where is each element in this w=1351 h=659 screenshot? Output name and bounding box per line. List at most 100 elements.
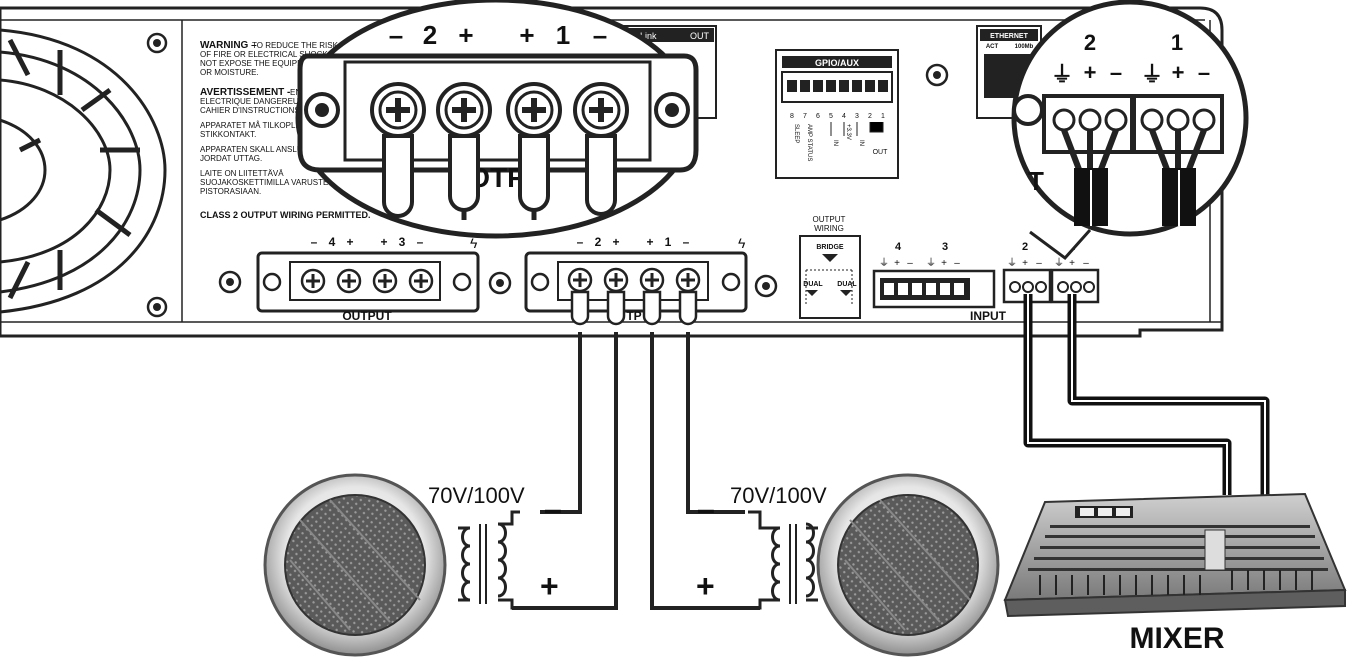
- input-terminal-34: 4 3 ⏚ + – ⏚ + –: [872, 241, 996, 309]
- svg-text:2: 2: [868, 113, 872, 120]
- svg-text:–: –: [1110, 60, 1122, 85]
- svg-text:3: 3: [855, 113, 859, 120]
- svg-text:NOT EXPOSE THE EQUIPMENT TO RA: NOT EXPOSE THE EQUIPMENT TO RAIN: [200, 59, 354, 68]
- svg-text:OUT: OUT: [873, 149, 889, 156]
- svg-text:STIKKONTAKT.: STIKKONTAKT.: [200, 130, 256, 139]
- warning-text: WARNING – TO REDUCE THE RISK OF FIRE OR …: [200, 40, 371, 220]
- svg-text:JORDAT UTTAG.: JORDAT UTTAG.: [200, 154, 262, 163]
- output-12-terminal: – 2 + + 1 – ϟ TP: [524, 235, 748, 326]
- svg-text:2: 2: [595, 235, 602, 249]
- svg-text:+: +: [1172, 60, 1185, 85]
- svg-text:4: 4: [895, 241, 902, 253]
- svg-text:+: +: [1084, 60, 1097, 85]
- gpio-label: GPIO/AUX: [815, 58, 859, 68]
- svg-text:⏚: ⏚: [1007, 257, 1017, 269]
- svg-text:WIRING: WIRING: [814, 224, 844, 233]
- svg-text:4: 4: [329, 235, 336, 249]
- svg-text:+: +: [1022, 258, 1028, 269]
- svg-text:OUTPUT: OUTPUT: [813, 215, 846, 224]
- svg-text:+: +: [646, 235, 653, 249]
- svg-text:–: –: [1198, 60, 1210, 85]
- svg-text:+: +: [346, 235, 353, 249]
- svg-text:5: 5: [829, 113, 833, 120]
- svg-text:OUT: OUT: [690, 31, 710, 41]
- svg-text:–: –: [417, 235, 424, 249]
- svg-text:Link: Link: [640, 31, 657, 41]
- negative-label-left: –: [544, 491, 562, 527]
- svg-text:1: 1: [665, 235, 672, 249]
- svg-text:1: 1: [1171, 30, 1183, 55]
- svg-text:T: T: [1028, 166, 1044, 196]
- svg-text:LAITE ON LIITETTÄVÄ: LAITE ON LIITETTÄVÄ: [200, 169, 284, 178]
- gpio-aux-block: GPIO/AUX 8 7 6 5 4 3 2 1 SLEEP AMP STATU…: [775, 49, 899, 179]
- svg-text:–: –: [1036, 258, 1042, 269]
- svg-text:DUAL: DUAL: [803, 281, 823, 288]
- svg-text:100Mb: 100Mb: [1015, 44, 1034, 50]
- svg-text:7: 7: [803, 113, 807, 120]
- svg-text:IN: IN: [858, 140, 864, 146]
- svg-text:TO REDUCE THE RISK: TO REDUCE THE RISK: [252, 41, 339, 50]
- svg-text:+: +: [612, 235, 619, 249]
- positive-label-right: +: [696, 568, 715, 604]
- svg-text:+: +: [894, 258, 900, 269]
- mount-screw: [146, 32, 949, 318]
- zoom-callout-output: Link OUT – 2 + + 1 – OTP: [295, 0, 717, 239]
- mixer-label: MIXER: [1129, 622, 1224, 655]
- transformer-left: [458, 510, 520, 610]
- svg-text:+3.3V: +3.3V: [845, 124, 851, 140]
- output-wiring-diagram: OUTPUT WIRING BRIDGE DUAL DUAL: [799, 215, 861, 319]
- zoom-callout-input: 2 1 ⏚ + – ⏚ + – T: [1011, 0, 1249, 261]
- transformer-right: [748, 510, 818, 610]
- voltage-label-right: 70V/100V: [730, 483, 827, 508]
- svg-text:CAHIER D'INSTRUCTIONS.: CAHIER D'INSTRUCTIONS.: [200, 106, 302, 115]
- svg-text:–: –: [577, 235, 584, 249]
- svg-text:+: +: [458, 20, 473, 50]
- fan-grille: [0, 28, 167, 314]
- mixer-cables-inner: [1027, 294, 1266, 495]
- speaker-left: [263, 473, 447, 657]
- svg-text:–: –: [907, 258, 913, 269]
- svg-text:IN: IN: [832, 140, 838, 146]
- svg-text:6: 6: [816, 113, 820, 120]
- voltage-label-left: 70V/100V: [428, 483, 525, 508]
- svg-text:–: –: [683, 235, 690, 249]
- class2-text: CLASS 2 OUTPUT WIRING PERMITTED.: [200, 210, 371, 220]
- svg-text:–: –: [311, 235, 318, 249]
- speaker-wires: [512, 332, 760, 610]
- positive-label-left: +: [540, 568, 559, 604]
- svg-text:OR MOISTURE.: OR MOISTURE.: [200, 68, 259, 77]
- input-label: INPUT: [970, 309, 1007, 323]
- svg-text:3: 3: [399, 235, 406, 249]
- svg-text:2: 2: [1022, 241, 1028, 253]
- negative-label-right: –: [697, 491, 715, 527]
- svg-text:ETHERNET: ETHERNET: [990, 33, 1028, 40]
- svg-text:OF FIRE OR ELECTRICAL SHOCK, D: OF FIRE OR ELECTRICAL SHOCK, DO: [200, 50, 344, 59]
- output-34-terminal: – 4 + + 3 – ϟ OUTPUT: [256, 235, 480, 323]
- svg-text:3: 3: [942, 241, 948, 253]
- hazard-icon: ϟ: [470, 235, 478, 251]
- svg-text:–: –: [593, 20, 607, 50]
- svg-text:⏚: ⏚: [879, 257, 889, 269]
- output-label: OUTPUT: [342, 309, 392, 323]
- svg-text:BRIDGE: BRIDGE: [816, 244, 844, 251]
- svg-text:2: 2: [423, 20, 437, 50]
- svg-text:+: +: [519, 20, 534, 50]
- svg-text:2: 2: [1084, 30, 1096, 55]
- svg-text:4: 4: [842, 113, 846, 120]
- svg-text:DUAL: DUAL: [837, 281, 857, 288]
- svg-text:PISTORASIAAN.: PISTORASIAAN.: [200, 187, 261, 196]
- svg-text:–: –: [389, 20, 403, 50]
- speaker-right: [816, 473, 1000, 657]
- avertissement-title: AVERTISSEMENT -: [200, 87, 290, 98]
- svg-text:ACT: ACT: [986, 44, 999, 50]
- svg-text:⏚: ⏚: [926, 257, 936, 269]
- svg-text:ELECTRIQUE DANGEREUSE VOIR: ELECTRIQUE DANGEREUSE VOIR: [200, 97, 331, 106]
- svg-text:+: +: [380, 235, 387, 249]
- svg-text:+: +: [1069, 258, 1075, 269]
- svg-text:–: –: [1083, 258, 1089, 269]
- output-label-partial: TP: [626, 309, 641, 323]
- svg-text:APPARATEN SKALL ANSLUTAS TILL: APPARATEN SKALL ANSLUTAS TILL: [200, 145, 336, 154]
- svg-text:⏚: ⏚: [1141, 62, 1163, 87]
- svg-text:1: 1: [556, 20, 570, 50]
